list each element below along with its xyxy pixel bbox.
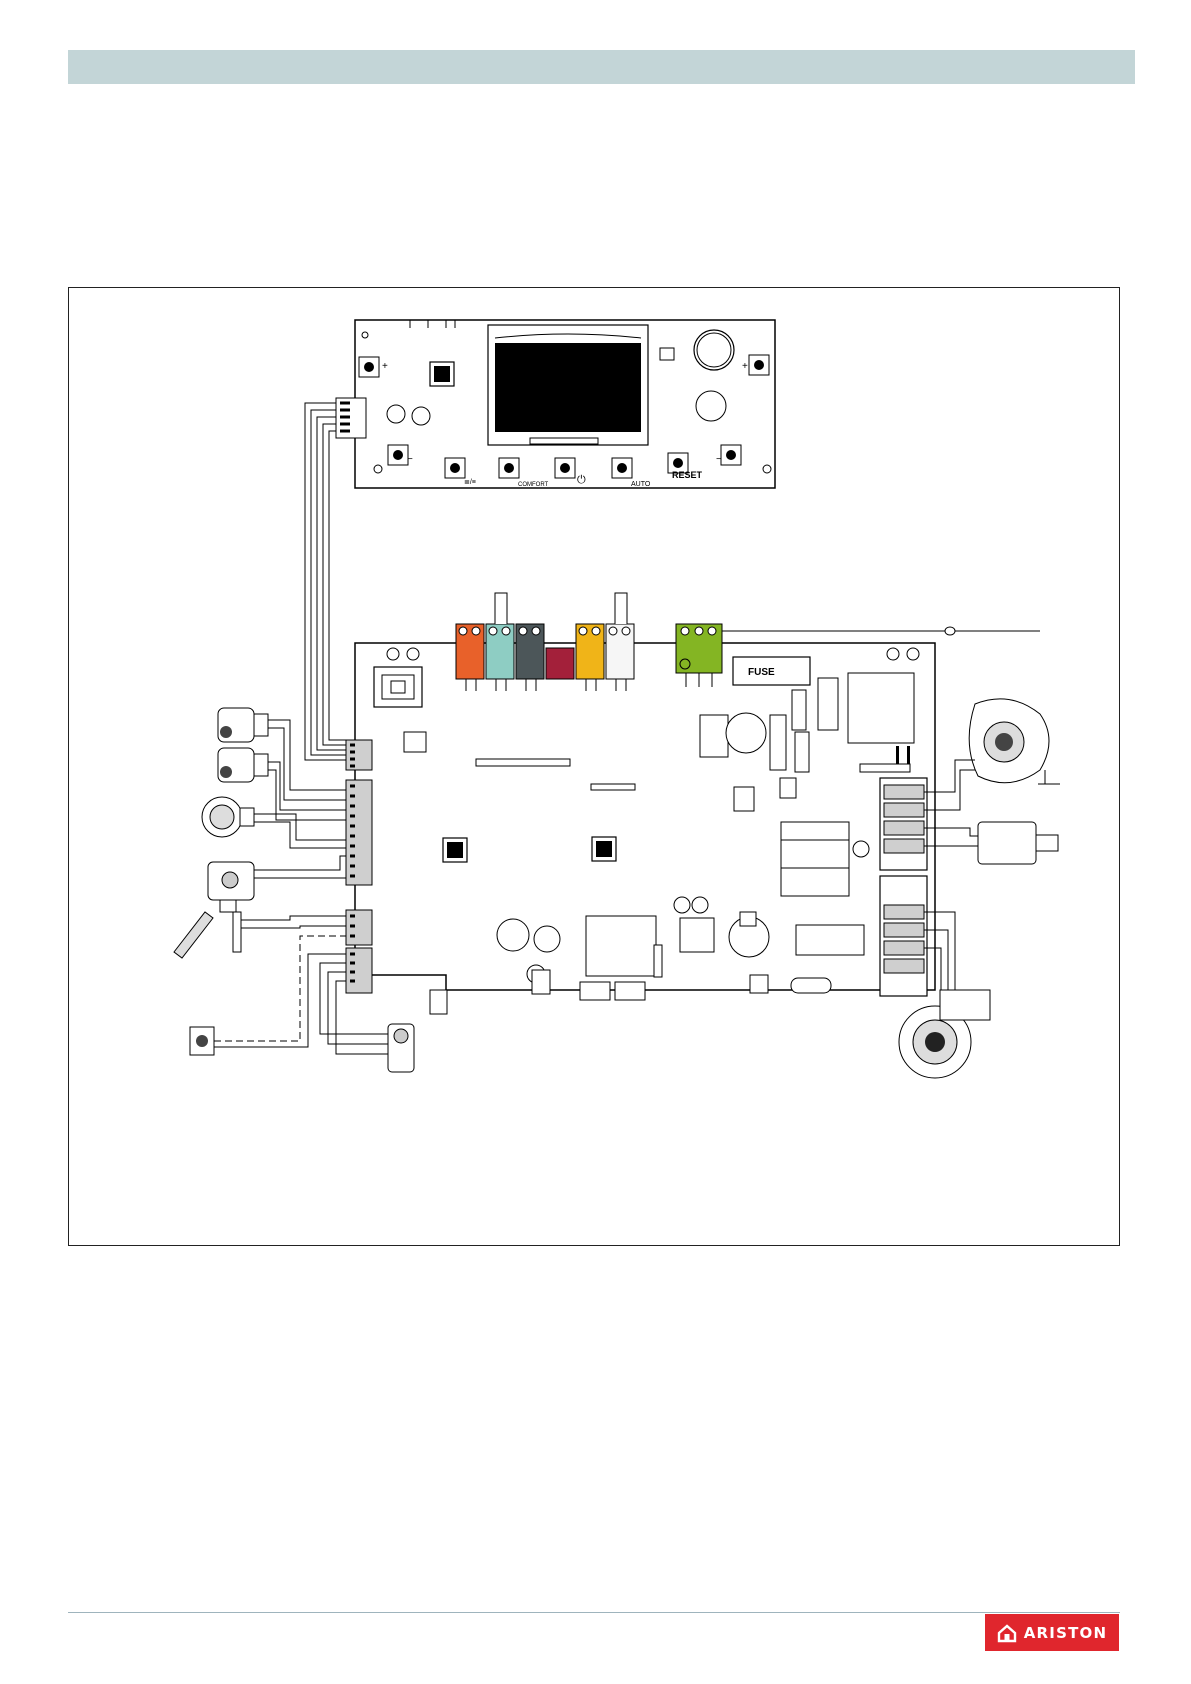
display-button-mode[interactable]	[445, 458, 465, 478]
terminal-block-red	[546, 648, 574, 679]
display-harness	[305, 403, 346, 760]
display-button-plus-right[interactable]	[749, 355, 769, 375]
svg-text:+: +	[382, 361, 388, 372]
house-logo-icon	[997, 1623, 1017, 1643]
terminal-block-orange	[456, 624, 484, 679]
right-connector-strip	[880, 778, 927, 996]
terminal-block-grey	[516, 624, 544, 679]
svg-text:−: −	[716, 454, 722, 465]
component-gas-valve	[208, 862, 254, 912]
mode-icon: ≣/≡	[464, 477, 476, 486]
display-button-minus-right[interactable]	[721, 445, 741, 465]
component-temp-sensor-2	[218, 748, 268, 782]
component-diverter-valve	[388, 1024, 414, 1072]
component-fan	[969, 699, 1060, 784]
component-flow-switch	[190, 1027, 214, 1055]
component-pump	[899, 990, 990, 1078]
auto-label: AUTO	[631, 481, 651, 488]
reset-label: RESET	[672, 470, 703, 480]
terminal-block-green	[676, 624, 722, 673]
terminal-block-teal	[486, 624, 514, 679]
svg-text:+: +	[742, 361, 748, 372]
fuse-label: FUSE	[748, 667, 775, 678]
display-chip	[430, 362, 454, 386]
power-icon: ⏻	[577, 474, 586, 486]
display-button-minus-left[interactable]	[388, 445, 408, 465]
display-button-auto[interactable]	[612, 458, 632, 478]
brand-name: ARISTON	[1024, 1624, 1107, 1642]
display-board: + + − − COMFORT AUTO RESET ⏻ ≣/≡	[336, 320, 775, 488]
terminal-block-yellow	[576, 624, 604, 679]
component-pressure-switch	[202, 797, 254, 837]
component-temp-sensor-1	[218, 708, 268, 742]
component-ignition-electrode	[174, 912, 241, 958]
display-button-plus-left[interactable]	[359, 357, 379, 377]
component-gas-valve-right	[978, 822, 1058, 864]
main-mcu-right	[592, 837, 616, 861]
main-mcu-left	[443, 838, 467, 862]
comfort-label: COMFORT	[518, 482, 549, 488]
display-button-comfort[interactable]	[499, 458, 519, 478]
terminal-block-white	[606, 624, 634, 679]
footer-rule	[68, 1612, 1120, 1613]
lcd-screen	[488, 325, 648, 445]
svg-text:−: −	[407, 454, 413, 465]
main-board: FUSE	[346, 593, 1040, 1014]
brand-logo: ARISTON	[985, 1614, 1119, 1651]
display-button-power[interactable]	[555, 458, 575, 478]
